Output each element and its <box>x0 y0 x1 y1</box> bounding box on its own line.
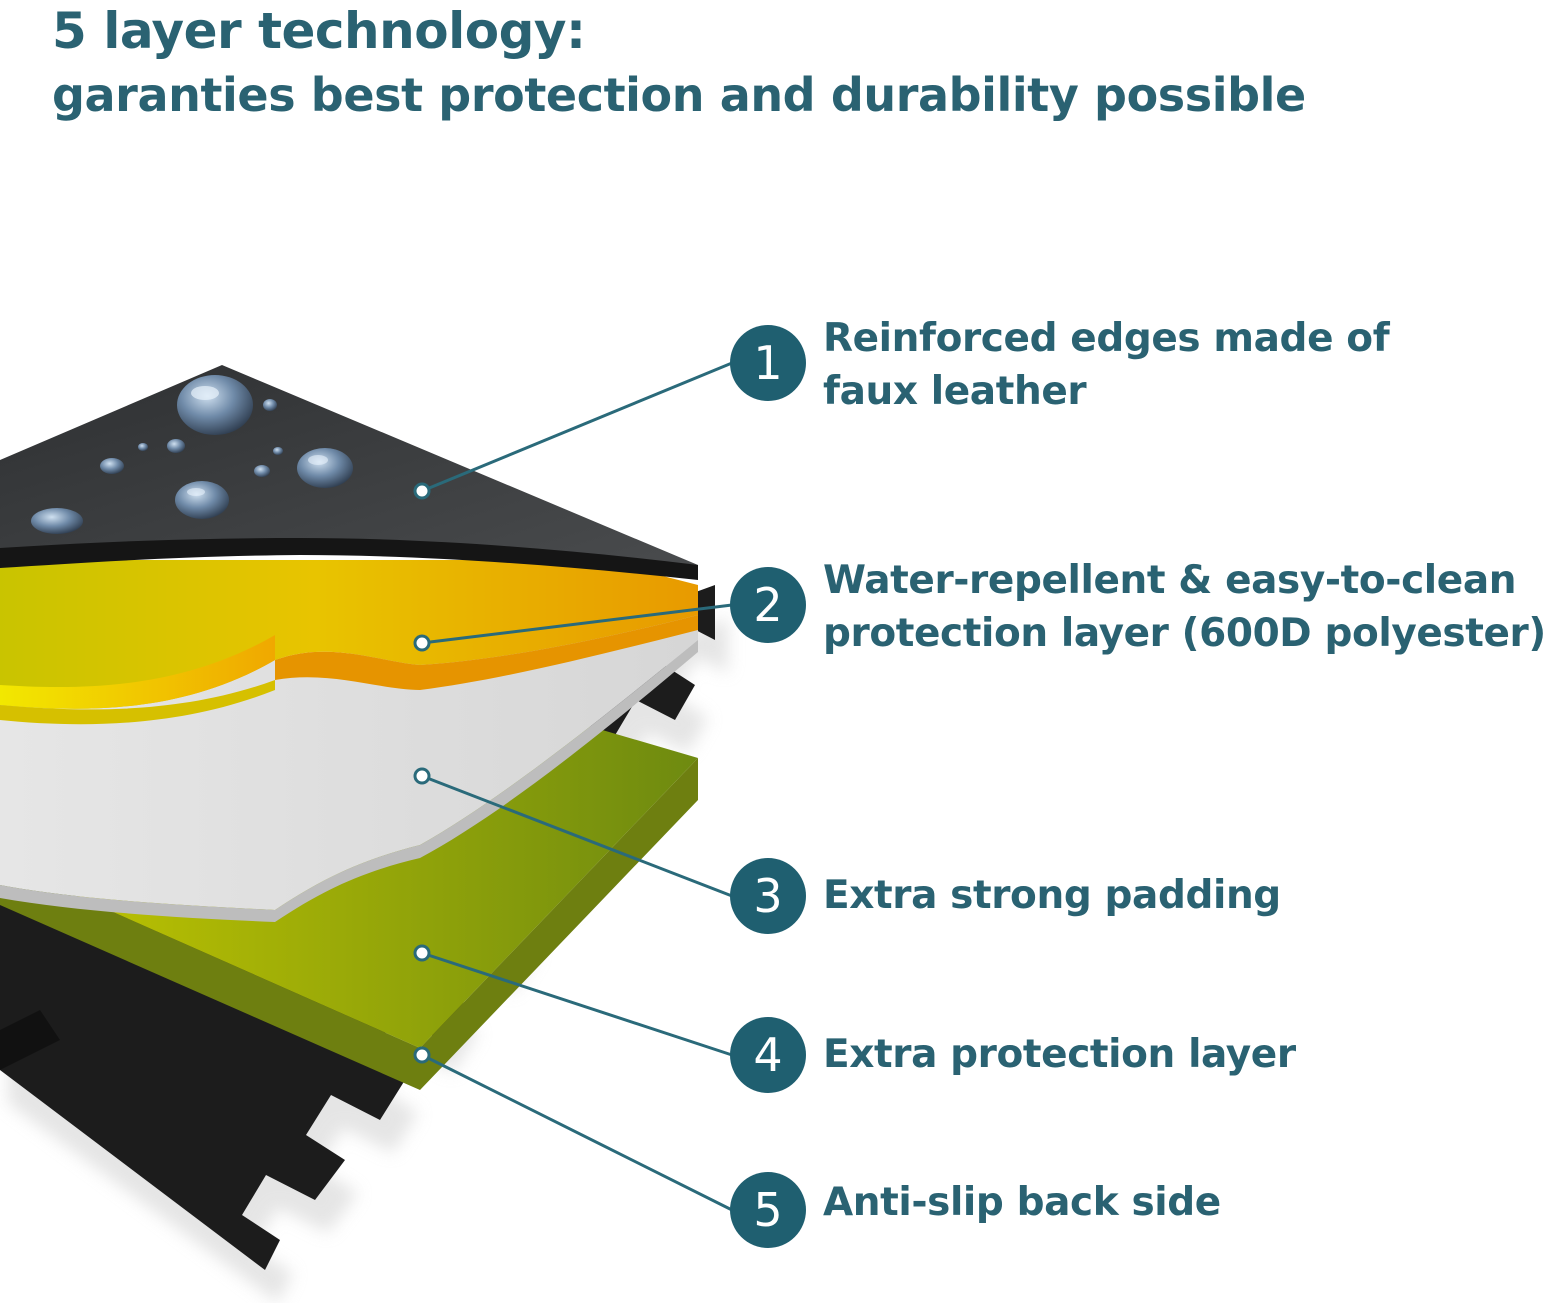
polyester-layer <box>0 560 698 725</box>
layer-3-badge: 3 <box>730 858 806 934</box>
heading: 5 layer technology: garanties best prote… <box>52 0 1306 128</box>
layer-1-label-line-1: Reinforced edges made of <box>823 316 1390 361</box>
layer-3-label-line-1: Extra strong padding <box>823 873 1281 918</box>
layer-2-label: Water-repellent & easy-to-clean protecti… <box>823 554 1546 660</box>
water-droplets-icon <box>31 375 353 534</box>
layer-4-label: Extra protection layer <box>823 1028 1296 1081</box>
layer-1-label-line-2: faux leather <box>823 369 1087 414</box>
layer-4-badge: 4 <box>730 1017 806 1093</box>
layer-2-label-line-1: Water-repellent & easy-to-clean <box>823 558 1517 603</box>
layer-1-label: Reinforced edges made of faux leather <box>823 312 1390 418</box>
anchor-dot-4 <box>413 944 431 962</box>
anchor-dot-5 <box>413 1046 431 1064</box>
layer-5-badge: 5 <box>730 1172 806 1248</box>
leader-line-3 <box>421 774 733 898</box>
layer-5-label-line-1: Anti-slip back side <box>823 1180 1221 1225</box>
layer-5-label: Anti-slip back side <box>823 1176 1221 1229</box>
layer-stack-illustration <box>0 361 733 1303</box>
layer-4-label-line-1: Extra protection layer <box>823 1032 1296 1077</box>
leather-layer <box>0 365 698 580</box>
heading-title: 5 layer technology: <box>52 2 586 60</box>
heading-subtitle: garanties best protection and durability… <box>52 68 1306 122</box>
leader-line-2 <box>421 603 733 645</box>
layer-3-label: Extra strong padding <box>823 869 1281 922</box>
layer-2-badge: 2 <box>730 567 806 643</box>
layer-1-badge: 1 <box>730 325 806 401</box>
leader-line-4 <box>421 951 733 1057</box>
leader-lines <box>413 361 733 1212</box>
anchor-dot-2 <box>413 634 431 652</box>
layer-2-label-line-2: protection layer (600D polyester) <box>823 611 1546 656</box>
anchor-dot-3 <box>413 767 431 785</box>
anchor-dot-1 <box>413 482 431 500</box>
leader-line-5 <box>421 1053 733 1212</box>
leader-line-1 <box>421 361 733 493</box>
